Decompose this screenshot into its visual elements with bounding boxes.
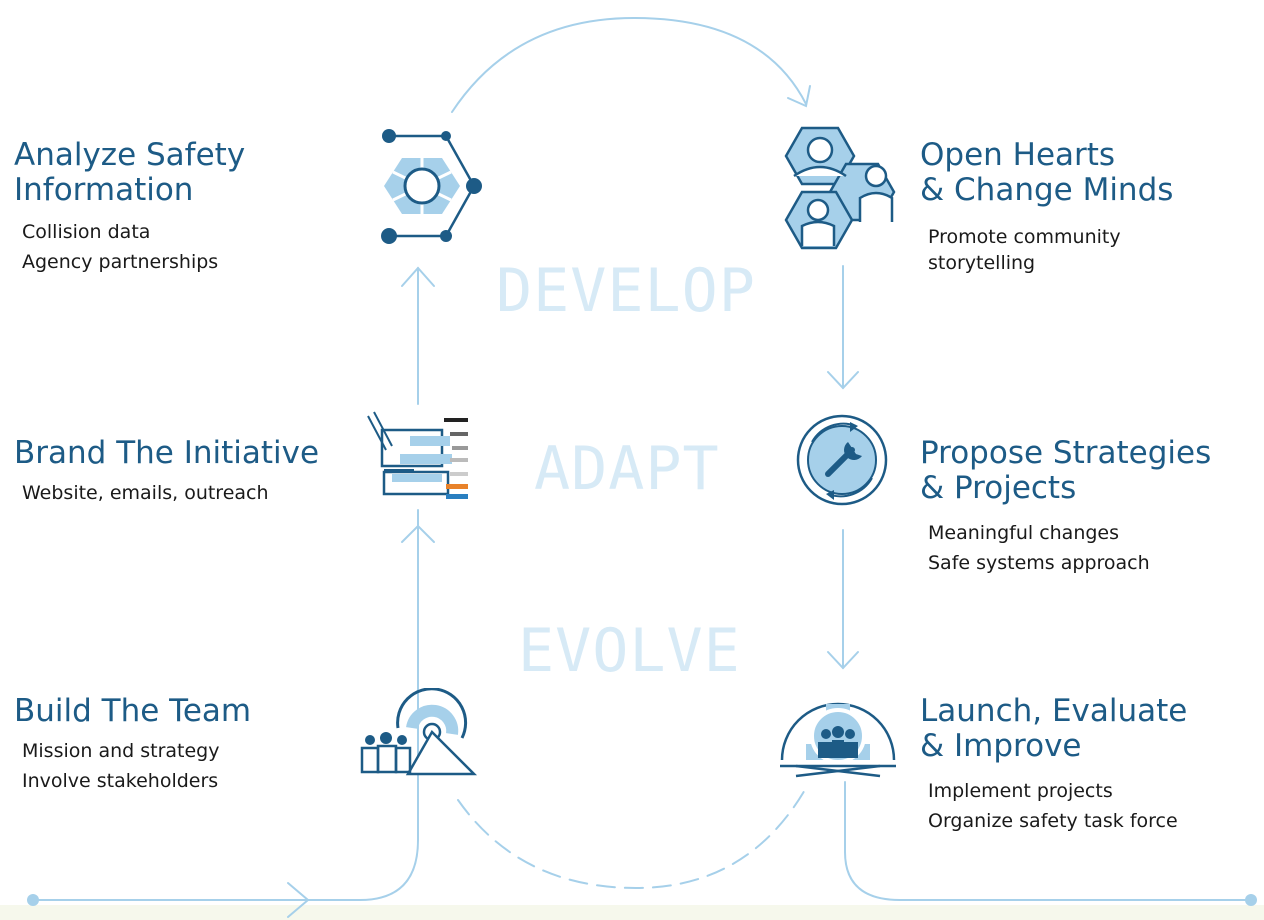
community-people-hexagons-icon bbox=[784, 126, 896, 250]
footer-band bbox=[0, 905, 1264, 920]
step-item: Website, emails, outreach bbox=[22, 482, 269, 504]
title-line: Information bbox=[14, 172, 194, 208]
title-line: & Improve bbox=[920, 728, 1082, 764]
brand-design-pages-icon bbox=[367, 411, 468, 499]
step-items: Collision data Agency partnerships bbox=[22, 217, 218, 277]
team-gear-launch-icon bbox=[780, 702, 896, 778]
step-title: Propose Strategies & Projects bbox=[920, 436, 1211, 506]
phase-evolve: EVOLVE bbox=[518, 616, 741, 686]
step-items: Promote community storytelling bbox=[928, 224, 1121, 276]
top-arc bbox=[451, 16, 807, 113]
step-item: Collision data bbox=[22, 221, 151, 243]
entry-dot bbox=[27, 894, 39, 906]
down-arrowhead-upper bbox=[827, 371, 859, 390]
exit-dot bbox=[1245, 894, 1257, 906]
step-title: Analyze Safety Information bbox=[14, 138, 245, 208]
step-items: Website, emails, outreach bbox=[22, 478, 269, 508]
top-arc-arrowhead bbox=[787, 85, 811, 108]
phase-adapt: ADAPT bbox=[534, 434, 720, 504]
step-items: Meaningful changes Safe systems approach bbox=[928, 518, 1150, 578]
down-arrowhead-lower bbox=[827, 651, 859, 670]
step-items: Implement projects Organize safety task … bbox=[928, 776, 1178, 836]
title-line: & Projects bbox=[920, 470, 1077, 506]
step-title: Open Hearts & Change Minds bbox=[920, 138, 1173, 208]
step-item: Safe systems approach bbox=[928, 552, 1150, 574]
step-item: Agency partnerships bbox=[22, 251, 219, 273]
title-line: Propose Strategies bbox=[920, 435, 1212, 471]
step-item: Mission and strategy bbox=[22, 740, 220, 762]
up-arrowhead-lower bbox=[401, 524, 435, 543]
step-item: Implement projects bbox=[928, 780, 1113, 802]
step-title: Launch, Evaluate & Improve bbox=[920, 694, 1187, 764]
phase-develop: DEVELOP bbox=[496, 256, 756, 326]
title-line: Build The Team bbox=[14, 693, 252, 729]
entry-line bbox=[32, 509, 419, 901]
step-title: Brand The Initiative bbox=[14, 436, 319, 471]
step-item: Meaningful changes bbox=[928, 522, 1120, 544]
step-items: Mission and strategy Involve stakeholder… bbox=[22, 736, 220, 796]
data-network-hexagon-icon bbox=[381, 129, 482, 244]
bottom-loop-dashed bbox=[457, 787, 807, 890]
step-item: storytelling bbox=[928, 252, 1036, 274]
title-line: Analyze Safety bbox=[14, 137, 246, 173]
step-item: Organize safety task force bbox=[928, 810, 1178, 832]
wrench-cycle-icon bbox=[796, 414, 888, 506]
team-target-icon bbox=[360, 688, 478, 776]
exit-line bbox=[844, 781, 1251, 901]
step-item: Involve stakeholders bbox=[22, 770, 219, 792]
step-item: Promote community bbox=[928, 226, 1121, 248]
title-line: Brand The Initiative bbox=[14, 435, 320, 471]
title-line: Open Hearts bbox=[920, 137, 1116, 173]
title-line: Launch, Evaluate bbox=[920, 693, 1188, 729]
entry-arrowhead bbox=[287, 882, 310, 918]
step-title: Build The Team bbox=[14, 694, 251, 729]
up-arrowhead-upper bbox=[401, 266, 435, 287]
title-line: & Change Minds bbox=[920, 172, 1174, 208]
